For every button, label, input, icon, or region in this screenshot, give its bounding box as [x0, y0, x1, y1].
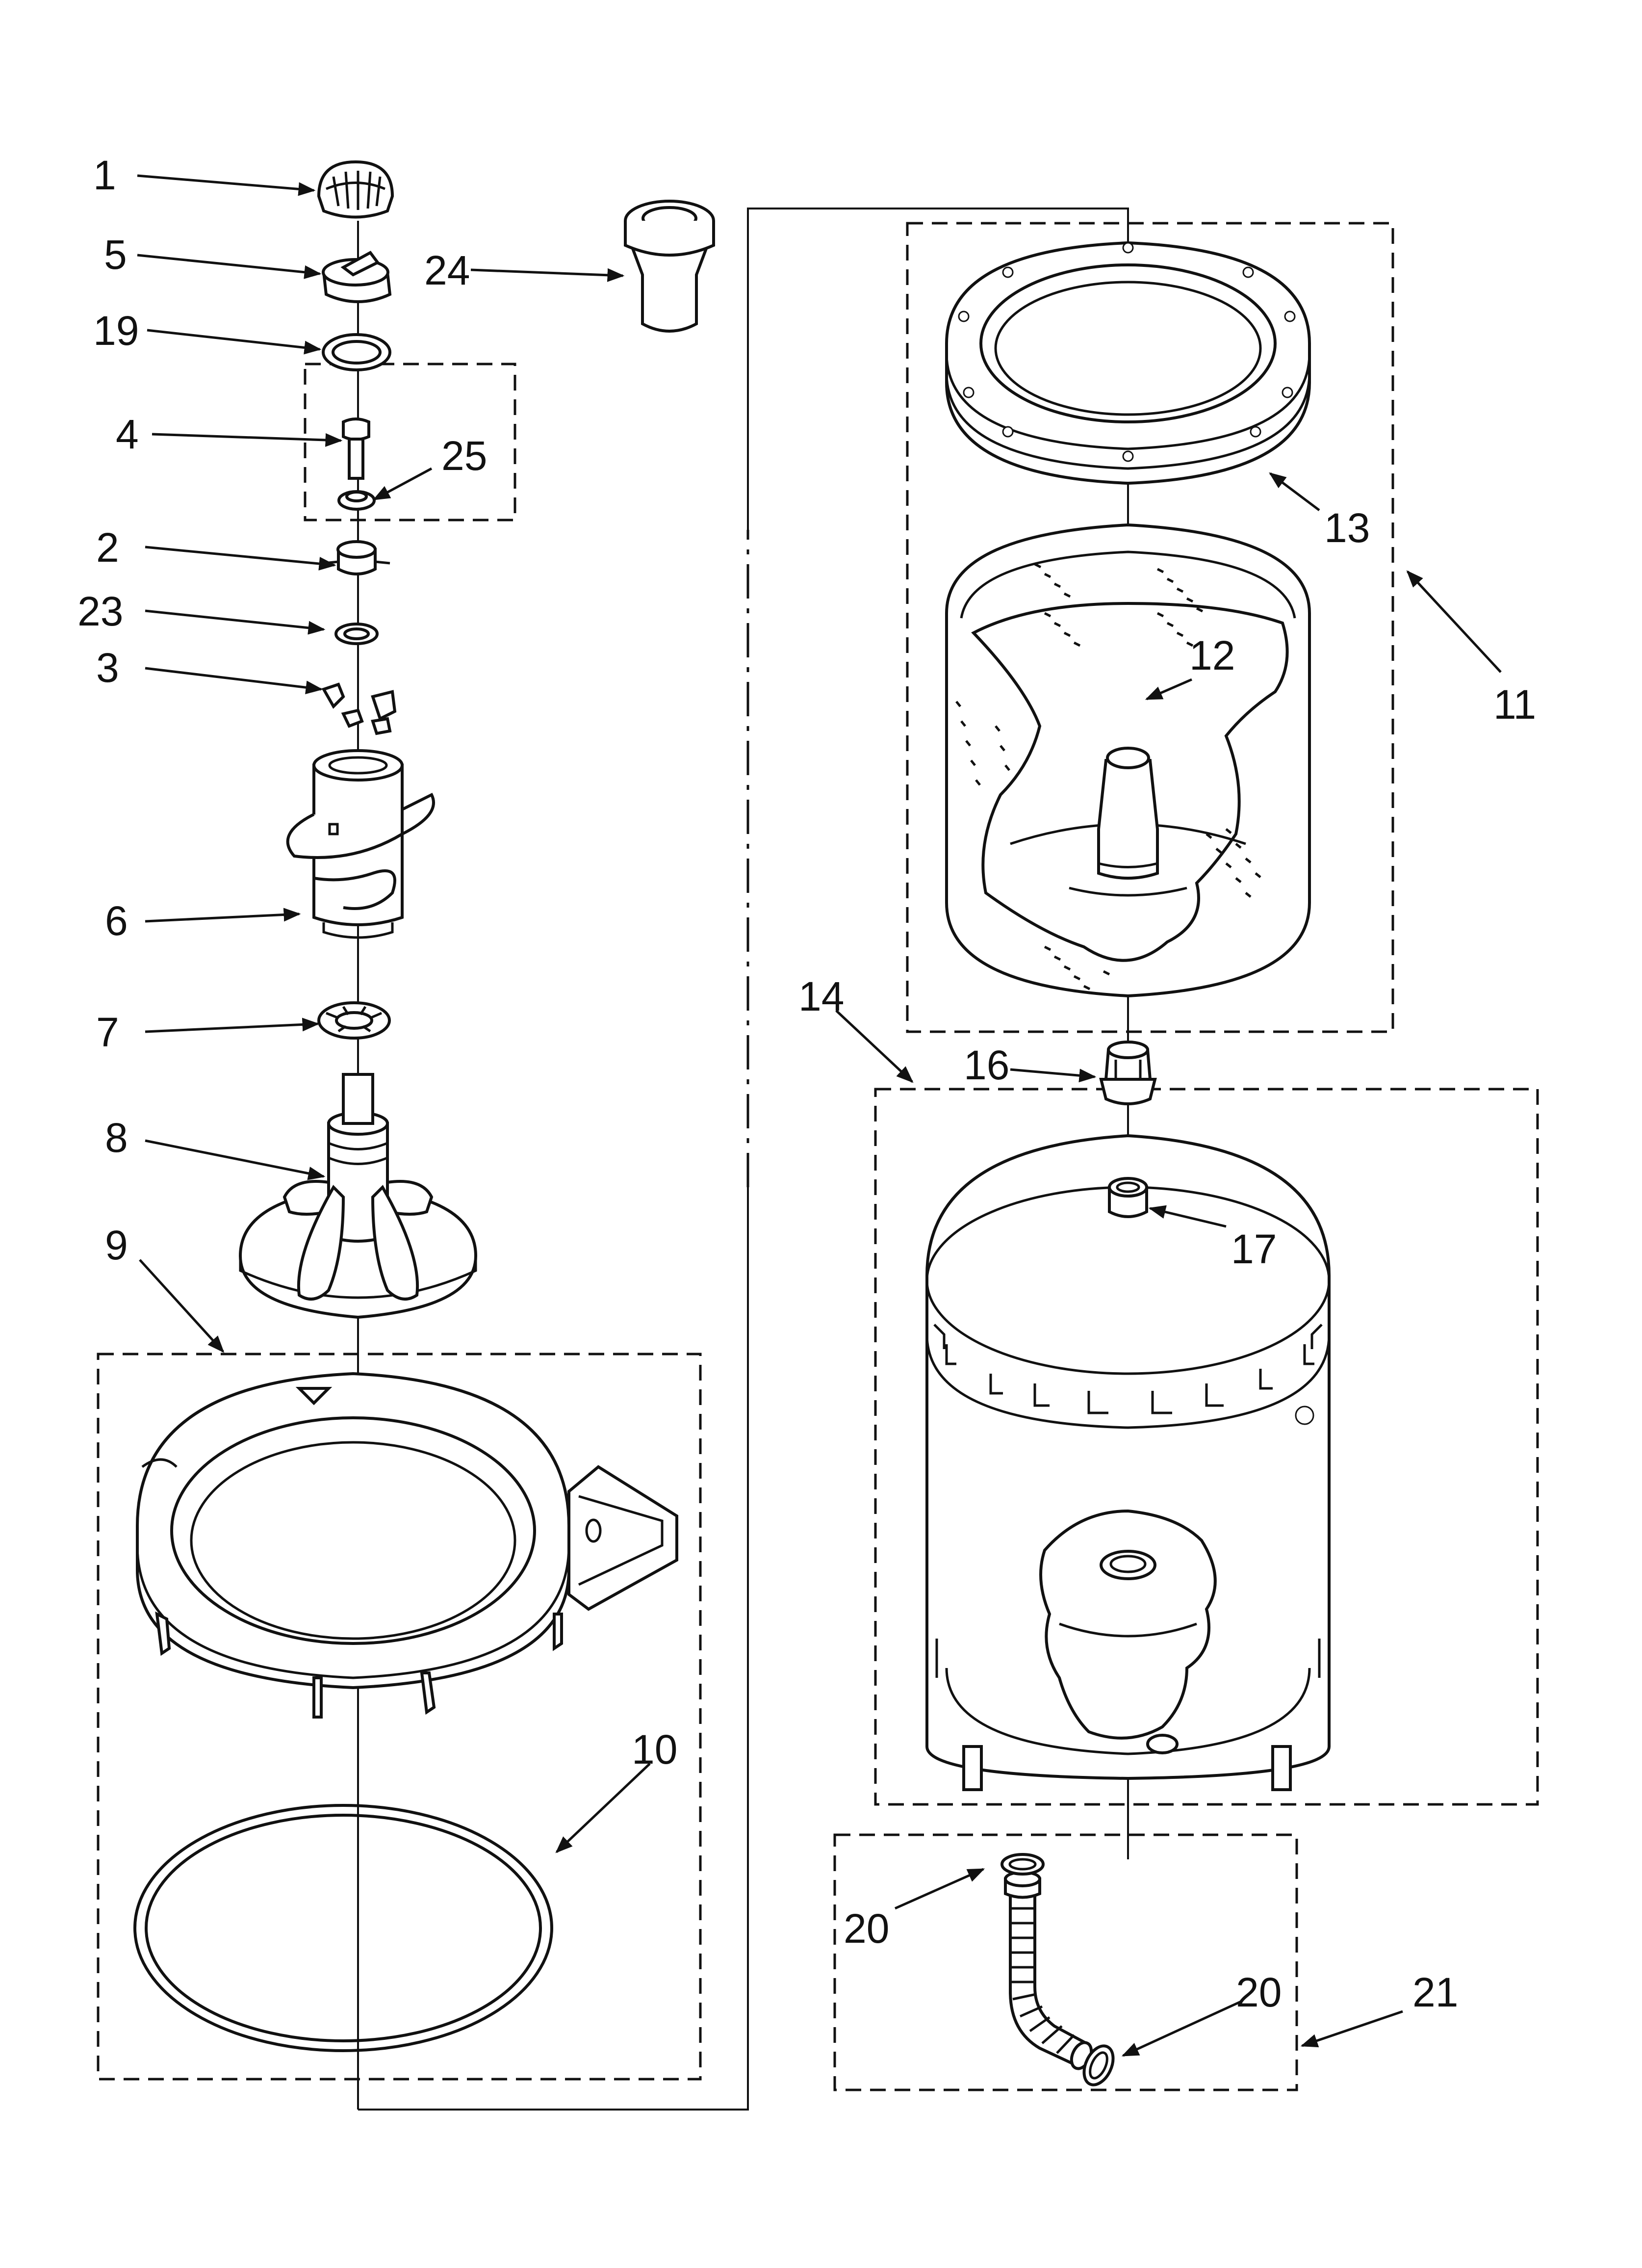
part-9-tub-ring: [136, 1372, 678, 1719]
leader-arrows: [137, 174, 1502, 2057]
part-20-hose-clamp-lower: [1082, 2044, 1115, 2086]
callout-1: 1: [93, 152, 116, 198]
callout-16: 16: [964, 1042, 1009, 1088]
part-2-agitator-cam: [323, 540, 390, 575]
part-4-bolt: [342, 417, 370, 480]
callout-19: 19: [93, 308, 139, 354]
callout-20-lower: 20: [1236, 1969, 1282, 2015]
part-24-dispenser: [624, 200, 715, 333]
callout-5: 5: [104, 232, 127, 278]
part-19-seal: [322, 333, 391, 371]
callout-6: 6: [105, 898, 128, 944]
callout-13: 13: [1324, 505, 1370, 551]
callout-17: 17: [1231, 1226, 1277, 1272]
callout-2: 2: [96, 524, 119, 571]
part-8-agitator-base: [238, 1073, 478, 1319]
callout-25: 25: [441, 433, 487, 479]
group-box-14: [874, 1088, 1539, 1806]
basket-perforations: [955, 563, 1261, 991]
callout-4: 4: [116, 411, 139, 457]
part-6-agitator-auger: [286, 749, 435, 939]
part-17-tub-seal: [1108, 1177, 1148, 1218]
part-5-agitator-fitting: [322, 251, 392, 303]
group-box-21: [833, 1833, 1298, 2091]
group-box-9: [97, 1353, 702, 2081]
callout-20-upper: 20: [844, 1905, 889, 1952]
callout-8: 8: [105, 1115, 128, 1161]
part-13-balance-ring: [945, 241, 1311, 485]
callout-21: 21: [1412, 1969, 1458, 2015]
part-1-agitator-cap: [317, 160, 394, 219]
part-20-hose-clamp-upper: [1001, 1853, 1045, 1876]
callout-24: 24: [424, 247, 470, 293]
group-box-11: [906, 222, 1394, 1033]
callout-12: 12: [1189, 632, 1235, 678]
callout-7: 7: [96, 1009, 119, 1055]
part-23-ring: [334, 623, 379, 645]
part-16-basket-hub: [1099, 1041, 1157, 1105]
callout-11: 11: [1493, 681, 1536, 728]
group-box-4: [304, 363, 516, 521]
callout-23: 23: [77, 588, 123, 634]
part-7-bearing: [317, 1001, 391, 1040]
outer-tub-tabs: [933, 1324, 1323, 1414]
callout-10: 10: [632, 1726, 677, 1773]
callout-3: 3: [96, 645, 119, 691]
basket: [945, 523, 1311, 998]
callout-9: 9: [105, 1222, 128, 1268]
outer-tub: [925, 1134, 1331, 1791]
part-3-agitator-dogs: [321, 682, 397, 735]
callout-14: 14: [798, 973, 844, 1019]
part-21-drain-hose: [1004, 1871, 1093, 2070]
part-25-washer: [337, 490, 376, 511]
callout-labels: 1 5 19 4 25 2 23 3 6 7 8 9 10 24 13 12 1…: [77, 152, 1536, 2015]
part-10-tub-seal: [133, 1804, 553, 2052]
